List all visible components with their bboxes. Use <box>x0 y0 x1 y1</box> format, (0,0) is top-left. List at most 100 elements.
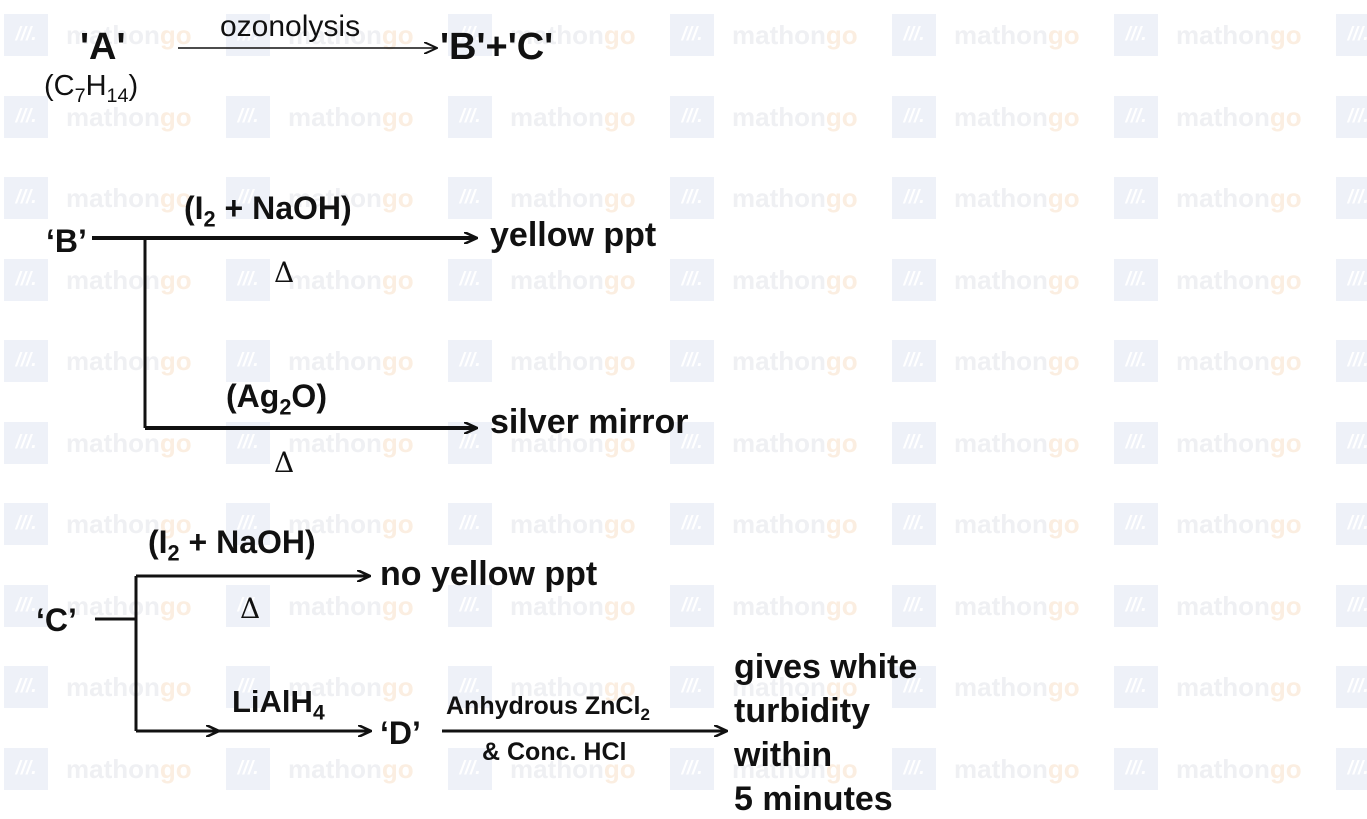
mathongo-logo-icon: ///. <box>4 340 48 382</box>
mathongo-watermark-brand: mathon <box>954 101 1048 132</box>
mathongo-logo-icon: ///. <box>448 747 492 790</box>
mathongo-watermark-text: mathongo <box>288 503 414 545</box>
mathongo-watermark-suffix: go <box>1269 753 1302 784</box>
mathongo-watermark-text: mathongo <box>732 503 858 545</box>
mathongo-watermark: ///.mathongo <box>226 95 448 138</box>
mathongo-watermark: ///. mathongo <box>4 95 226 138</box>
mathongo-logo-icon: ///. <box>892 584 936 627</box>
mathongo-watermark-suffix: go <box>1047 590 1080 621</box>
mathongo-watermark-text: mathongo <box>66 503 192 545</box>
mathongo-logo-icon: ///. <box>4 421 48 464</box>
mathongo-watermark-text: mathongo <box>732 14 858 56</box>
mathongo-logo-icon: ///. <box>226 666 270 708</box>
mathongo-watermark-brand: mathon <box>732 672 826 702</box>
mathongo-watermark-suffix: go <box>825 346 858 376</box>
mathongo-logo-icon: ///. <box>670 421 714 464</box>
mathongo-logo-icon: ///. <box>670 584 714 627</box>
mathongo-logo-icon: ///. <box>892 14 936 56</box>
mathongo-logo-icon: ///. <box>226 503 270 545</box>
compound-d-label: ‘D’ <box>380 715 421 751</box>
mathongo-watermark-text: mathongo <box>954 748 1080 790</box>
mathongo-watermark-suffix: go <box>825 427 858 458</box>
mathongo-watermark-suffix: go <box>381 183 414 213</box>
mathongo-watermark-suffix: go <box>381 427 414 458</box>
mathongo-watermark-text: mathongo <box>66 96 192 138</box>
mathongo-watermark: ///.mathongo <box>448 747 670 790</box>
mathongo-watermark: ///.mathongo <box>226 584 448 627</box>
mathongo-watermark-brand: mathon <box>288 590 382 621</box>
mathongo-watermark: ///.mathongo <box>448 14 670 56</box>
lucas-reagent-line-2: & Conc. HCl <box>482 738 627 766</box>
formula-hydrogen-count: 14 <box>106 84 129 107</box>
mathongo-watermark-text: mathongo <box>954 177 1080 219</box>
mathongo-watermark: ///.mathongo <box>1114 340 1336 382</box>
mathongo-watermark-text: mathongo <box>1176 177 1302 219</box>
mathongo-watermark-brand: mathon <box>510 753 604 784</box>
mathongo-watermark: ///.mathongo <box>1336 747 1367 790</box>
mathongo-watermark-text: mathongo <box>954 585 1080 627</box>
mathongo-watermark-suffix: go <box>381 509 414 539</box>
mathongo-logo-icon: ///. <box>226 177 270 219</box>
mathongo-watermark-suffix: go <box>1269 20 1302 50</box>
mathongo-watermark: ///.mathongo <box>4 503 226 545</box>
mathongo-watermark: ///.mathongo <box>226 258 448 301</box>
mathongo-watermark-text: mathongo <box>1176 666 1302 708</box>
mathongo-watermark: ///.mathongo <box>448 503 670 545</box>
mathongo-watermark-suffix: go <box>1047 264 1080 295</box>
mathongo-watermark-brand: mathon <box>1176 427 1270 458</box>
mathongo-watermark-brand: mathon <box>66 753 160 784</box>
mathongo-watermark-brand: mathon <box>66 427 160 458</box>
mathongo-watermark: ///.mathongo <box>1336 177 1367 219</box>
mathongo-watermark: ///.mathongo <box>1336 666 1367 708</box>
mathongo-watermark: ///.mathongo <box>670 177 892 219</box>
mathongo-watermark-suffix: go <box>159 183 192 213</box>
mathongo-watermark-brand: mathon <box>954 427 1048 458</box>
mathongo-logo-icon: ///. <box>1114 95 1158 138</box>
mathongo-logo-icon: ///. <box>1114 421 1158 464</box>
mathongo-watermark-suffix: go <box>1047 183 1080 213</box>
mathongo-watermark-brand: mathon <box>510 101 604 132</box>
mathongo-logo-icon: ///. <box>226 340 270 382</box>
mathongo-watermark: ///.mathongo <box>670 503 892 545</box>
mathongo-logo-icon: ///. <box>4 258 48 301</box>
mathongo-watermark: ///.mathongo <box>670 747 892 790</box>
lucas-reagent-line-1: Anhydrous ZnCl2 <box>446 692 650 723</box>
mathongo-watermark-brand: mathon <box>954 346 1048 376</box>
mathongo-watermark-text: mathongo <box>732 96 858 138</box>
mathongo-watermark-text: mathongo <box>954 259 1080 301</box>
mathongo-watermark-suffix: go <box>1269 101 1302 132</box>
mathongo-watermark-suffix: go <box>1269 590 1302 621</box>
mathongo-watermark: ///. mathongo <box>226 666 448 708</box>
mathongo-watermark-suffix: go <box>1047 672 1080 702</box>
mathongo-watermark: ///.mathongo <box>1336 584 1367 627</box>
mathongo-watermark-brand: mathon <box>1176 183 1270 213</box>
mathongo-logo-icon: ///. <box>448 177 492 219</box>
mathongo-watermark-brand: mathon <box>510 20 604 50</box>
mathongo-watermark-brand: mathon <box>954 753 1048 784</box>
mathongo-watermark-text: mathongo <box>732 666 858 708</box>
mathongo-watermark-brand: mathon <box>510 183 604 213</box>
lialh4-reagent-sub: 4 <box>312 701 325 725</box>
mathongo-logo-icon: ///. <box>1114 177 1158 219</box>
mathongo-watermark-brand: mathon <box>732 264 826 295</box>
mathongo-watermark: ///.mathongo <box>448 95 670 138</box>
mathongo-watermark-text: mathongo <box>288 666 414 708</box>
mathongo-logo-icon: ///. <box>4 95 48 138</box>
b-heat-symbol-2: Δ <box>274 446 295 479</box>
mathongo-logo-icon: ///. <box>892 95 936 138</box>
mathongo-logo-icon: ///. <box>448 95 492 138</box>
mathongo-logo-icon: ///. <box>226 14 270 56</box>
b-tollens-reagent-label: (Ag2O) <box>226 378 327 418</box>
c-iodoform-reagent-sub: 2 <box>167 540 180 566</box>
mathongo-logo-icon: ///. <box>670 340 714 382</box>
mathongo-watermark-text: mathongo <box>66 748 192 790</box>
mathongo-watermark: ///.mathongo <box>1114 258 1336 301</box>
mathongo-watermark: ///.mathongo <box>892 666 1114 708</box>
mathongo-watermark: ///.mathongo <box>670 421 892 464</box>
mathongo-watermark-text: mathongo <box>954 666 1080 708</box>
mathongo-watermark-brand: mathon <box>1176 264 1270 295</box>
compound-b-label: ‘B’ <box>46 223 87 259</box>
mathongo-logo-icon: ///. <box>1114 14 1158 56</box>
